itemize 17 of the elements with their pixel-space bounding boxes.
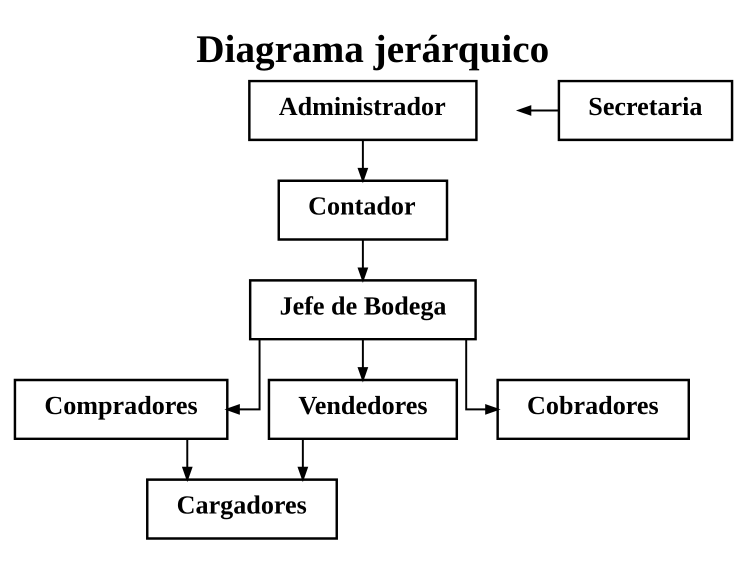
node-box: Vendedores — [268, 378, 458, 440]
node-box: Cobradores — [496, 378, 690, 440]
arrow — [358, 240, 368, 282]
node-box: Compradores — [14, 378, 229, 440]
node-box: Administrador — [248, 79, 478, 141]
arrow — [358, 339, 368, 382]
node-box: Jefe de Bodega — [248, 278, 477, 340]
node-box: Contador — [278, 179, 448, 240]
arrow — [465, 339, 501, 414]
arrow — [516, 104, 558, 116]
arrow — [358, 140, 368, 183]
arrow — [182, 438, 193, 482]
node-box: Cargadores — [146, 478, 338, 540]
node-box: Secretaria — [558, 79, 734, 141]
diagram-title: Diagrama jerárquico — [196, 27, 550, 70]
arrow — [224, 339, 261, 414]
arrow — [297, 438, 308, 482]
